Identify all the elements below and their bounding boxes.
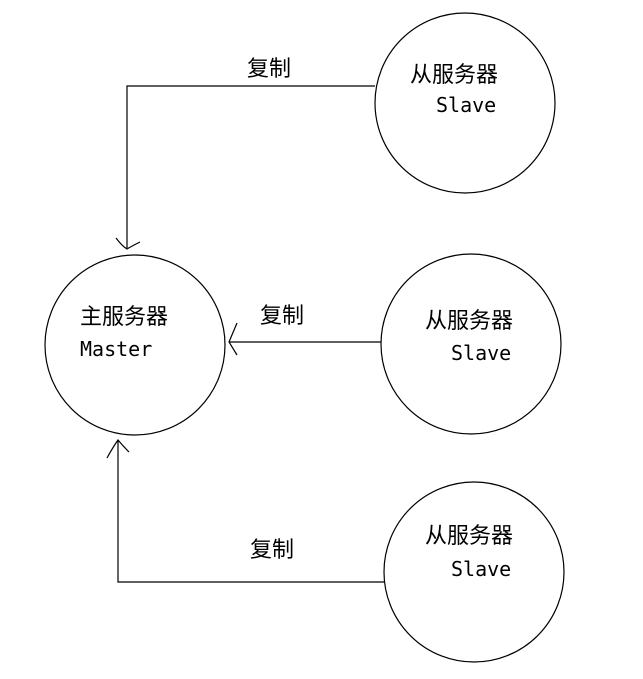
edge-top-arrowhead [115,237,141,250]
replication-edge-bottom: 复制 [106,439,384,583]
master-node: 主服务器 Master [44,254,226,436]
edge-bottom-label: 复制 [250,538,294,563]
edge-middle-label: 复制 [260,304,304,329]
slave-bottom-title: 从服务器 [425,524,513,549]
slave-top-subtitle: Slave [436,93,496,117]
replication-edge-top: 复制 [115,57,375,250]
slave-middle-subtitle: Slave [451,341,511,365]
slave-node-middle: 从服务器 Slave [380,253,562,435]
edge-top-line [126,85,375,248]
slave-middle-circle [380,253,562,435]
master-title: 主服务器 [80,305,168,330]
replication-edge-middle: 复制 [228,304,381,356]
slave-top-title: 从服务器 [410,63,498,88]
slave-middle-title: 从服务器 [425,309,513,334]
edge-middle-arrowhead [228,322,238,356]
master-subtitle: Master [80,337,152,361]
slave-top-circle [374,12,556,194]
slave-node-bottom: 从服务器 Slave [383,481,565,663]
slave-bottom-circle [383,481,565,663]
edge-bottom-line [117,440,384,583]
slave-node-top: 从服务器 Slave [374,12,556,194]
edge-bottom-arrowhead [106,439,130,459]
slave-bottom-subtitle: Slave [451,557,511,581]
master-circle [44,254,226,436]
edge-top-label: 复制 [247,57,291,82]
